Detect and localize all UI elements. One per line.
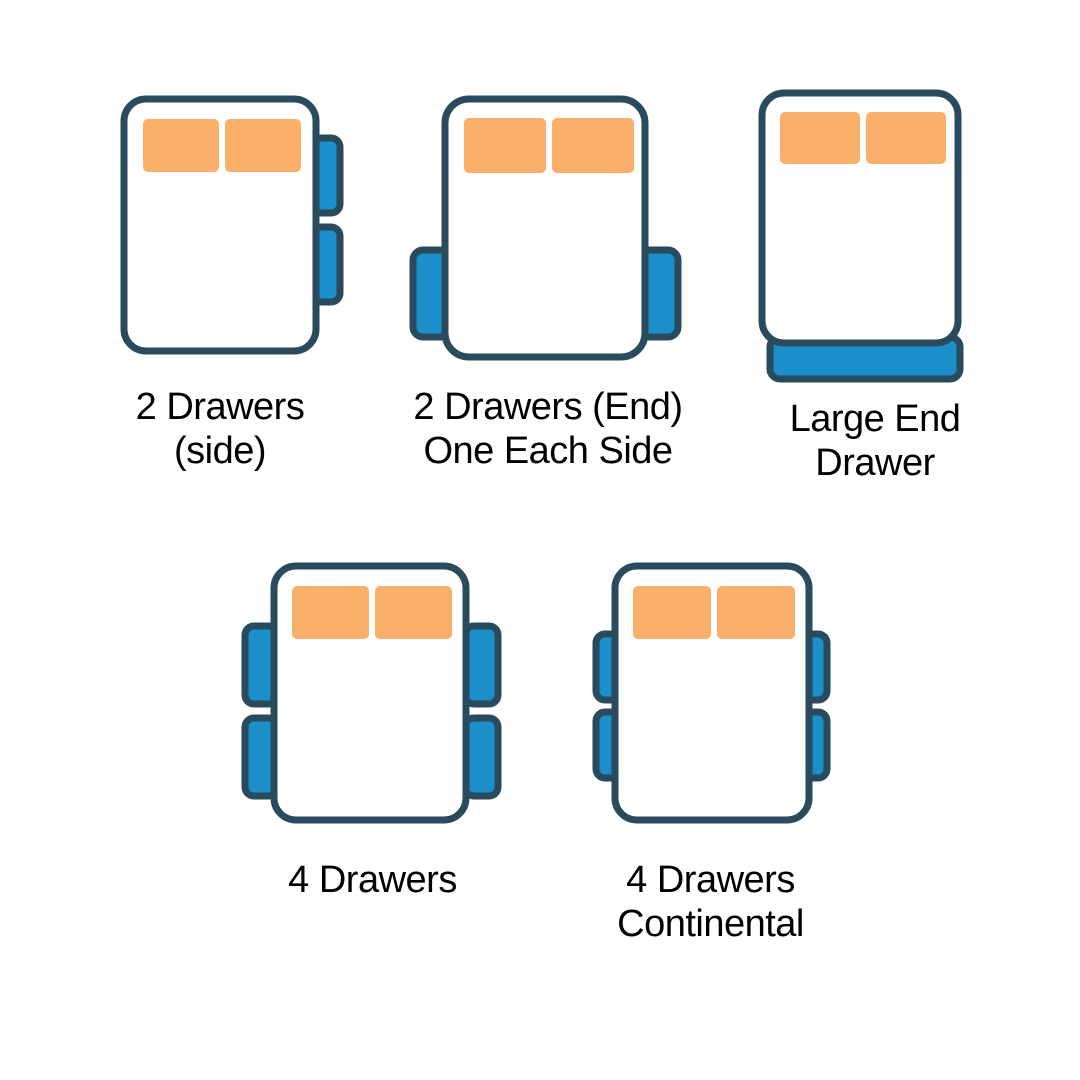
pillow-right xyxy=(552,118,634,173)
drawer-right-bottom xyxy=(461,714,502,800)
pillow-left xyxy=(292,586,369,639)
pillow-right xyxy=(225,119,301,172)
caption-two-drawers-end: 2 Drawers (End) One Each Side xyxy=(413,386,683,473)
diagram-four-drawers-continental[interactable]: 4 Drawers Continental xyxy=(563,548,858,968)
pillow-right xyxy=(717,586,795,639)
pillow-left xyxy=(143,119,219,172)
diagram-two-drawers-side[interactable]: 2 Drawers (side) xyxy=(60,75,380,495)
pillow-right xyxy=(375,586,452,639)
caption-two-drawers-side: 2 Drawers (side) xyxy=(135,386,305,473)
pillow-left xyxy=(633,586,711,639)
pillow-right xyxy=(866,112,946,164)
diagram-two-drawers-end[interactable]: 2 Drawers (End) One Each Side xyxy=(388,75,708,495)
bed-icon-large-end-drawer xyxy=(758,89,964,383)
pillow-left xyxy=(464,118,546,173)
drawer-right-top xyxy=(461,622,502,708)
bed-icon-two-drawers-side xyxy=(120,95,344,355)
diagram-four-drawers[interactable]: 4 Drawers xyxy=(225,548,520,968)
caption-four-drawers: 4 Drawers xyxy=(288,859,457,901)
bed-icon-four-drawers-continental xyxy=(592,562,831,824)
pillow-left xyxy=(780,112,860,164)
diagram-large-end-drawer[interactable]: Large End Drawer xyxy=(730,75,1020,495)
caption-four-drawers-continental: 4 Drawers Continental xyxy=(617,859,804,946)
caption-large-end-drawer: Large End Drawer xyxy=(789,398,961,485)
bed-icon-two-drawers-end xyxy=(409,95,682,361)
bed-icon-four-drawers xyxy=(241,562,502,824)
